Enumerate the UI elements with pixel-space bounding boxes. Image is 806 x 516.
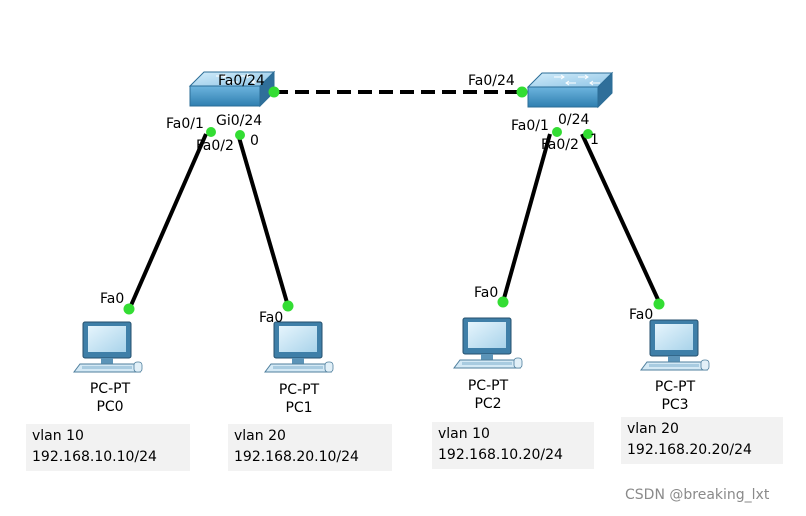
pc1-icon[interactable]	[264, 321, 334, 373]
port-status-dot	[268, 86, 280, 98]
pc1-port-label: Fa0	[259, 310, 283, 326]
pc0-ip-text: 192.168.10.10/24	[32, 449, 157, 465]
pc0-vlan-text: vlan 10	[32, 428, 84, 444]
port-status-dot	[653, 298, 665, 310]
pc0-note: vlan 10 192.168.10.10/24	[26, 424, 190, 471]
sw1-port-uplink-label: Fa0/24	[468, 73, 515, 89]
pc1-vlan-text: vlan 20	[234, 428, 286, 444]
port-status-dot	[583, 129, 593, 139]
link-sw1-pc3[interactable]	[580, 133, 662, 305]
sw1-port-overlap-a-label: 0/24	[558, 112, 590, 128]
port-status-dot	[516, 86, 528, 98]
port-status-dot	[123, 303, 135, 315]
sw0-port-overlap-b-label: 0	[250, 133, 259, 149]
switch-1-icon[interactable]	[527, 72, 613, 108]
pc2-port-label: Fa0	[474, 285, 498, 301]
pc2-note: vlan 10 192.168.10.20/24	[432, 422, 594, 469]
pc1-note: vlan 20 192.168.20.10/24	[228, 424, 392, 471]
pc2-type-label: PC-PT	[468, 378, 509, 394]
link-sw0-pc1[interactable]	[236, 133, 290, 307]
sw0-port-down-b-label: Fa0/2	[196, 138, 234, 154]
sw1-port-down-b-label: Fa0/2	[541, 137, 579, 153]
pc3-note: vlan 20 192.168.20.20/24	[621, 417, 783, 464]
port-status-dot	[235, 130, 245, 140]
pc3-vlan-text: vlan 20	[627, 421, 679, 437]
pc0-name-label: PC0	[96, 399, 123, 415]
pc2-icon[interactable]	[453, 317, 523, 369]
pc3-icon[interactable]	[640, 319, 710, 371]
pc2-vlan-text: vlan 10	[438, 426, 490, 442]
link-sw0-pc0[interactable]	[127, 133, 208, 311]
sw1-port-overlap-b-label: 1	[590, 132, 599, 148]
port-status-dot	[206, 127, 216, 137]
pc3-name-label: PC3	[661, 397, 688, 413]
pc2-ip-text: 192.168.10.20/24	[438, 447, 563, 463]
pc0-type-label: PC-PT	[90, 381, 131, 397]
pc1-ip-text: 192.168.20.10/24	[234, 449, 359, 465]
link-sw1-pc2[interactable]	[501, 133, 552, 303]
port-status-dot	[497, 296, 509, 308]
sw1-port-down-a-label: Fa0/1	[511, 118, 549, 134]
pc0-icon[interactable]	[73, 321, 143, 373]
pc3-port-label: Fa0	[629, 307, 653, 323]
pc1-name-label: PC1	[285, 400, 312, 416]
pc2-name-label: PC2	[474, 396, 501, 412]
sw0-port-down-a-label: Fa0/1	[166, 116, 204, 132]
pc0-port-label: Fa0	[100, 291, 124, 307]
watermark: CSDN @breaking_lxt	[625, 487, 770, 503]
pc3-ip-text: 192.168.20.20/24	[627, 442, 752, 458]
port-status-dot	[552, 127, 562, 137]
sw0-port-uplink-label: Fa0/24	[218, 73, 265, 89]
pc3-type-label: PC-PT	[655, 379, 696, 395]
sw0-port-overlap-a-label: Gi0/24	[216, 113, 262, 129]
pc1-type-label: PC-PT	[279, 382, 320, 398]
port-status-dot	[282, 300, 294, 312]
